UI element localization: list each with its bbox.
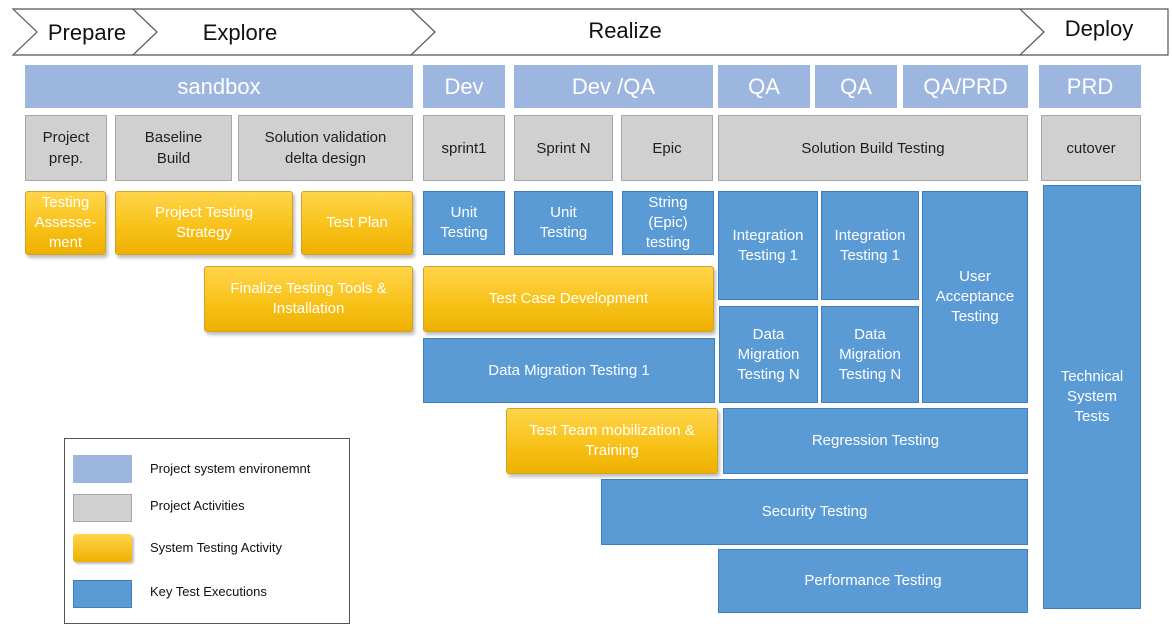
activity-solution-build-testing: Solution Build Testing	[718, 115, 1028, 181]
legend-swatch-system-testing	[73, 534, 132, 562]
legend-swatch-environment	[73, 455, 132, 483]
phase-chevron-realize	[409, 8, 1045, 56]
env-qa-2: QA	[815, 65, 897, 108]
phase-chevron-deploy	[1018, 8, 1169, 56]
test-technical-system: Technical System Tests	[1043, 185, 1141, 609]
activity-sprint1: sprint1	[423, 115, 505, 181]
test-integration-1b: Integration Testing 1	[821, 191, 919, 300]
test-string-epic: String (Epic) testing	[622, 191, 714, 255]
test-integration-1a: Integration Testing 1	[718, 191, 818, 300]
activity-solution-validation: Solution validation delta design	[238, 115, 413, 181]
legend-label-environment: Project system environemnt	[150, 461, 311, 476]
env-sandbox: sandbox	[25, 65, 413, 108]
activity-epic: Epic	[621, 115, 713, 181]
phase-chevron-bar	[11, 8, 1169, 56]
legend-label-key-tests: Key Test Executions	[150, 584, 267, 599]
test-unit-testing-1: Unit Testing	[423, 191, 505, 255]
test-performance: Performance Testing	[718, 549, 1028, 613]
sys-test-case-development: Test Case Development	[423, 266, 714, 332]
legend-swatch-key-tests	[73, 580, 132, 608]
sys-project-testing-strategy: Project Testing Strategy	[115, 191, 293, 255]
env-dev: Dev	[423, 65, 505, 108]
env-prd: PRD	[1039, 65, 1141, 108]
env-qa-prd: QA/PRD	[903, 65, 1028, 108]
sys-testing-assessment: Testing Assesse- ment	[25, 191, 106, 255]
env-qa-1: QA	[718, 65, 810, 108]
legend-label-activities: Project Activities	[150, 498, 245, 513]
env-dev-qa: Dev /QA	[514, 65, 713, 108]
test-regression: Regression Testing	[723, 408, 1028, 474]
test-data-migration-na: Data Migration Testing N	[719, 306, 818, 403]
phase-label-realize: Realize	[588, 18, 662, 43]
sys-test-plan: Test Plan	[301, 191, 413, 255]
test-user-acceptance: User Acceptance Testing	[922, 191, 1028, 403]
sys-test-team-mobilization: Test Team mobilization & Training	[506, 408, 718, 474]
legend-label-system-testing: System Testing Activity	[150, 540, 282, 555]
legend-swatch-activities	[73, 494, 132, 522]
activity-sprint-n: Sprint N	[514, 115, 613, 181]
test-security: Security Testing	[601, 479, 1028, 545]
test-data-migration-1: Data Migration Testing 1	[423, 338, 715, 403]
sys-finalize-testing-tools: Finalize Testing Tools & Installation	[204, 266, 413, 332]
phase-label-prepare: Prepare	[47, 20, 127, 45]
test-unit-testing-2: Unit Testing	[514, 191, 613, 255]
activity-cutover: cutover	[1041, 115, 1141, 181]
phase-label-deploy: Deploy	[1064, 16, 1134, 41]
phase-label-explore: Explore	[202, 20, 278, 45]
legend: Project system environemnt Project Activ…	[64, 438, 350, 624]
activity-baseline-build: Baseline Build	[115, 115, 232, 181]
test-data-migration-nb: Data Migration Testing N	[821, 306, 919, 403]
activity-project-prep: Project prep.	[25, 115, 107, 181]
